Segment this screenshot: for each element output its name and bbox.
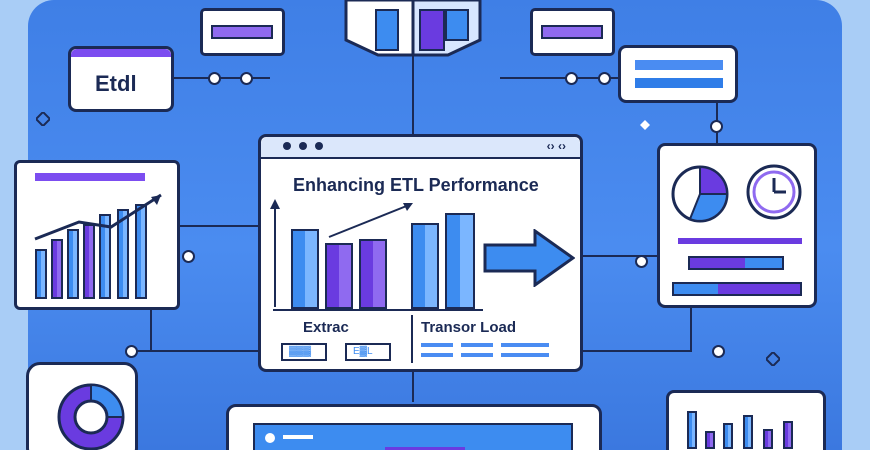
bottom-window-screen [253, 423, 573, 450]
bar-chart [35, 189, 159, 299]
sparkle-icon [36, 112, 50, 126]
connector [582, 350, 692, 352]
donut-icon [57, 383, 125, 450]
top-right-card [618, 45, 738, 103]
card-header-strip [35, 173, 145, 181]
list-line [635, 78, 723, 88]
window-titlebar: ‹› ‹› [261, 137, 580, 159]
mini-field-label: ▓▓▓ [289, 346, 311, 357]
chart-bar [117, 209, 129, 299]
progress-bar [678, 238, 802, 244]
progress-bar [385, 447, 465, 450]
list-line [421, 343, 453, 347]
chart-bar [359, 239, 387, 309]
connector-node [240, 72, 253, 85]
window-corner-text: ‹› ‹› [546, 139, 566, 153]
connector [412, 372, 414, 402]
top-left-window [200, 8, 285, 56]
connector-node [635, 255, 648, 268]
progress-bar [688, 256, 784, 270]
connector [582, 255, 662, 257]
connector [690, 300, 692, 350]
window-dot [315, 142, 323, 150]
mini-field: ▓▓▓ [281, 343, 327, 361]
donut-card [26, 362, 138, 450]
window-dot [265, 433, 275, 443]
connector-node [125, 345, 138, 358]
etl-card: Etdl [68, 46, 174, 112]
top-right-window [530, 8, 615, 56]
chart-baseline [273, 309, 483, 311]
connector-node [712, 345, 725, 358]
right-dashboard-card [657, 143, 817, 308]
clock-icon [746, 164, 802, 220]
bottom-right-chart-card [666, 390, 826, 450]
connector [150, 305, 152, 350]
window-dot [299, 142, 307, 150]
connector-node [710, 120, 723, 133]
chart-bar [445, 213, 475, 309]
database-cube-icon [344, 0, 482, 57]
card-header-strip [71, 49, 171, 57]
connector [180, 225, 260, 227]
bar-chart [683, 405, 809, 449]
mini-field: E▓L [345, 343, 391, 361]
chart-bar [35, 249, 47, 299]
left-chart-card [14, 160, 180, 310]
etl-label: Etdl [95, 71, 137, 96]
stage-transform-load-label: Transor Load [421, 319, 517, 336]
chart-bar [135, 204, 147, 299]
list-line [283, 435, 313, 439]
list-line [461, 343, 493, 347]
trend-arrow-icon [34, 193, 162, 241]
progress-bar [672, 282, 802, 296]
bar-chart [287, 207, 477, 309]
connector-node [565, 72, 578, 85]
window-field [541, 25, 603, 39]
sparkle-icon [766, 352, 780, 366]
window-dot [283, 142, 291, 150]
window-field [211, 25, 273, 39]
connector-node [598, 72, 611, 85]
chart-bar [783, 421, 793, 449]
stage-extract-label: Extrac [303, 319, 349, 336]
arrow-right-icon [483, 229, 575, 287]
chart-bar [723, 423, 733, 449]
list-line [501, 353, 549, 357]
list-line [421, 353, 453, 357]
chart-bar [67, 229, 79, 299]
sparkle-icon [640, 120, 650, 130]
bottom-window [226, 404, 602, 450]
list-line [461, 353, 493, 357]
main-window: ‹› ‹› Enhancing ETL Performance Extrac T… [258, 134, 583, 372]
chart-bar [705, 431, 715, 449]
connector [130, 350, 260, 352]
list-line [635, 60, 723, 70]
chart-bar [325, 243, 353, 309]
list-line [501, 343, 549, 347]
stage-divider [411, 315, 413, 363]
mini-field-label: E▓L [353, 346, 373, 357]
chart-bar [763, 429, 773, 449]
connector [412, 55, 414, 135]
connector-node [182, 250, 195, 263]
page-title: Enhancing ETL Performance [293, 175, 539, 195]
chart-bar [99, 214, 111, 299]
connector-node [208, 72, 221, 85]
connector [500, 77, 620, 79]
chart-bar [411, 223, 439, 309]
chart-bar [687, 411, 697, 449]
chart-bar [291, 229, 319, 309]
trend-arrow-icon [270, 199, 413, 307]
pie-chart-icon [671, 165, 729, 223]
chart-bar [51, 239, 63, 299]
chart-bar [743, 415, 753, 449]
